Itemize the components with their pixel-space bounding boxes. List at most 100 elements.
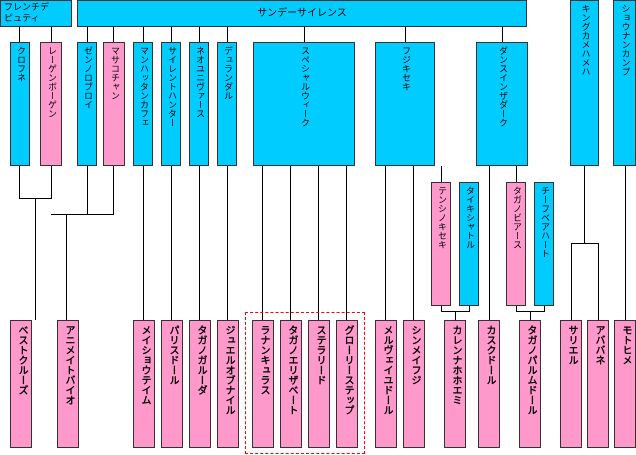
dance-in-the-dark-label: ダンスインザダーク — [497, 46, 507, 127]
french-deputy-line-2: ピュティ — [4, 13, 40, 24]
line-neo-universe-to-tagano-guruda — [199, 166, 200, 320]
tagano-palm-doll-label: タガノパルムドール — [525, 325, 536, 415]
taiki-shuttle-box: タイキシャトル — [459, 182, 479, 306]
tenshino-kiseki-label: テンシノキセキ — [436, 186, 446, 249]
silent-hunter-box: サイレントハンター — [161, 42, 181, 166]
line-french-deputy-reagan — [51, 27, 52, 42]
ranunculus-box: ラナンキュラス — [252, 320, 274, 448]
kurofune-label: クロフネ — [15, 46, 25, 82]
karen-nahoemi-label: カレンナホホエミ — [450, 325, 461, 405]
french-deputy-box: フレンチデ ピュティ — [0, 0, 72, 27]
jewel-of-nile-label: ジュエルオブナイル — [223, 325, 234, 415]
french-deputy-line-1: フレンチデ — [4, 2, 50, 13]
king-kamehameha-label: キングカメハメハ — [579, 4, 590, 76]
line-sunday-silence-special-week — [304, 27, 305, 42]
tagano-guruda-box: タガノガルーダ — [189, 320, 211, 448]
line-chief-down — [544, 306, 545, 312]
line-zenno-down — [87, 166, 88, 215]
line-sunday-silence-silent-hunter — [171, 27, 172, 42]
zenno-rob-roy-box: ゼンノロブロイ — [77, 42, 97, 166]
line-silent-hunter-to-paris — [171, 166, 172, 320]
manhattan-cafe-box: マンハッタンカフェ — [133, 42, 153, 166]
line-pair2-to-animate-bio — [66, 214, 67, 320]
glory-step-label: グローリーステップ — [342, 325, 353, 415]
kurofune-box: クロフネ — [10, 42, 30, 166]
cask-doll-box: カスクドール — [478, 320, 500, 448]
abbabane-label: アババネ — [593, 325, 604, 365]
special-week-offspring-highlight — [245, 312, 365, 454]
stella-reed-box: ステラリード — [308, 320, 330, 448]
tenshino-kiseki-box: テンシノキセキ — [431, 182, 451, 306]
may-show-tiem-label: メイショウテイム — [139, 325, 150, 405]
special-week-label: スペシャルウィーク — [299, 46, 309, 127]
durandal-box: デュランダル — [217, 42, 237, 166]
king-kamehameha-box: キングカメハメハ — [570, 0, 599, 166]
dance-in-the-dark-box: ダンスインザダーク — [476, 42, 528, 166]
line-french-deputy-kurofune — [19, 27, 20, 42]
line-king-to-sariel — [571, 243, 572, 320]
line-king-down — [584, 166, 585, 244]
melvie-idol-label: メルヴェイユドール — [381, 325, 392, 415]
line-special-week-to-tagano-elizabeth — [290, 166, 291, 320]
line-dance-to-cask — [489, 166, 490, 320]
tagano-elizabeth-label: タガノエリザベート — [286, 325, 297, 415]
line-bi-ars-down — [516, 306, 517, 312]
line-pair4-to-palm-doll — [530, 311, 531, 320]
line-sunday-silence-durandal — [227, 27, 228, 42]
animate-bio-box: アニメイトバイオ — [57, 320, 79, 448]
line-manhattan-to-may-show — [143, 166, 144, 320]
sunday-silence-box: サンデーサイレンス — [77, 0, 527, 27]
line-king-h — [571, 243, 599, 244]
masako-chan-label: マサコチャン — [109, 46, 119, 100]
paris-doll-box: パリスドール — [161, 320, 183, 448]
tagano-guruda-label: タガノガルーダ — [195, 325, 206, 395]
may-show-tiem-box: メイショウテイム — [133, 320, 155, 448]
durandal-label: デュランダル — [222, 46, 232, 100]
animate-bio-label: アニメイトバイオ — [63, 325, 74, 405]
masako-chan-box: マサコチャン — [103, 42, 125, 166]
shonan-kampf-label: ショウナンカンプ — [619, 4, 630, 76]
chief-bearheart-box: チーフベアハート — [534, 182, 554, 306]
karen-nahoemi-box: カレンナホホエミ — [444, 320, 466, 448]
line-fuji-to-melvie — [385, 166, 386, 320]
jewel-of-nile-box: ジュエルオブナイル — [217, 320, 239, 448]
moto-hime-label: モトヒメ — [620, 325, 631, 365]
tagano-bi-ars-label: タガノビアース — [511, 186, 521, 249]
chief-bearheart-label: チーフベアハート — [539, 186, 549, 258]
line-sunday-silence-manhattan — [143, 27, 144, 42]
taiki-shuttle-label: タイキシャトル — [464, 186, 474, 249]
line-kurofune-down — [19, 166, 20, 198]
line-sunday-silence-masako — [113, 27, 114, 42]
reagan-bogen-label: レーゲンボーゲン — [46, 46, 56, 118]
line-fuji-to-tenshino — [441, 166, 442, 182]
neo-universe-label: ネオユニヴァース — [194, 46, 204, 118]
line-king-to-abbabane — [598, 243, 599, 320]
best-cruise-box: ベストクルーズ — [10, 320, 32, 448]
line-special-week-to-ranunculus — [262, 166, 263, 320]
tagano-bi-ars-box: タガノビアース — [506, 182, 526, 306]
line-reagan-down — [51, 166, 52, 198]
shonan-kampf-box: ショウナンカンプ — [613, 0, 636, 166]
line-pair2-h — [51, 214, 114, 215]
paris-doll-label: パリスドール — [167, 325, 178, 385]
line-pair3-to-karen — [455, 311, 456, 320]
tagano-elizabeth-box: タガノエリザベート — [280, 320, 302, 448]
abbabane-box: アババネ — [587, 320, 609, 448]
tagano-palm-doll-box: タガノパルムドール — [519, 320, 541, 448]
line-taiki-down — [469, 306, 470, 312]
shin-mei-fuji-box: シンメイフジ — [403, 320, 425, 448]
stella-reed-label: ステラリード — [314, 325, 325, 385]
sunday-silence-label: サンデーサイレンス — [257, 8, 347, 19]
sariel-box: サリエル — [560, 320, 582, 448]
melvie-idol-box: メルヴェイユドール — [375, 320, 397, 448]
reagan-bogen-box: レーゲンボーゲン — [40, 42, 62, 166]
ranunculus-label: ラナンキュラス — [258, 325, 269, 395]
line-tenshino-down — [441, 306, 442, 312]
line-sunday-silence-fuji — [405, 27, 406, 42]
fuji-kiseki-box: フジキセキ — [375, 42, 435, 166]
line-masako-down — [113, 166, 114, 215]
line-fuji-to-shin-mei — [413, 166, 414, 320]
silent-hunter-label: サイレントハンター — [166, 46, 176, 127]
fuji-kiseki-label: フジキセキ — [400, 46, 410, 91]
line-special-week-to-glory — [346, 166, 347, 320]
